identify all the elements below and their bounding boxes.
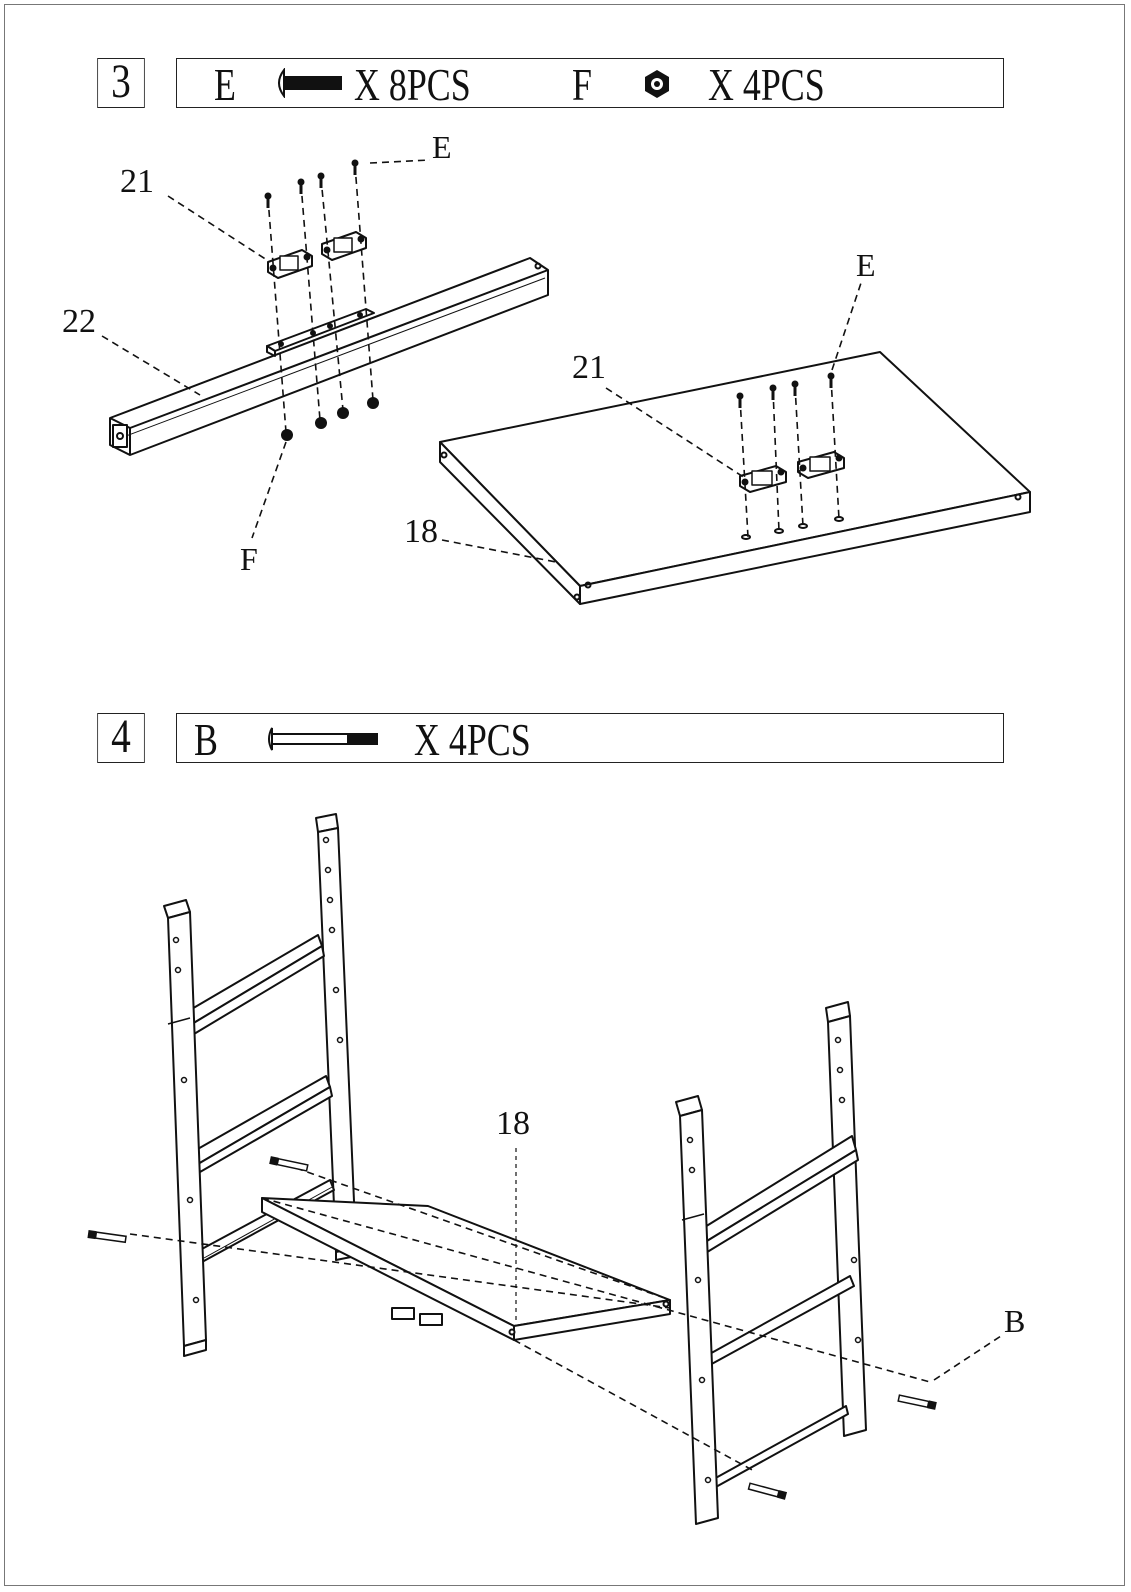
part-21-catch-left-b: [321, 231, 367, 261]
callout-f: F: [240, 541, 258, 577]
step-4-hardware-bar: [176, 713, 1004, 763]
step-3-number: 3: [111, 55, 131, 108]
part-18-panel: [439, 351, 1031, 605]
post-holes: [172, 836, 862, 1484]
step-3-number-box: 3: [97, 58, 145, 108]
callout-part-21-left: 21: [120, 163, 154, 200]
step-4-number: 4: [111, 710, 131, 763]
step-3-hardware-e-letter: E: [214, 59, 236, 110]
long-bolt-icon: [268, 727, 378, 751]
step-3-guide-lines: [101, 159, 863, 563]
callout-part-18-step-3: 18: [404, 513, 438, 550]
step-3-diagram: E 21 22 F E 21 18: [62, 129, 1031, 605]
callout-b: B: [1004, 1303, 1025, 1339]
page-frame: [4, 4, 1125, 1586]
step-3-hardware-f-letter: F: [572, 59, 592, 110]
step-3-screws: [264, 159, 835, 408]
step-3-hardware-bar: [176, 58, 1004, 108]
step-4-hardware-b-letter: B: [194, 714, 218, 765]
step-4-diagram: 18 B: [87, 813, 1025, 1525]
step-4-bolts: [87, 1156, 937, 1500]
step-3-hardware-e-quantity: X 8PCS: [354, 59, 471, 110]
callout-part-22: 22: [62, 303, 96, 340]
part-22-tube: [109, 257, 549, 456]
right-frame-front-post: [675, 1095, 719, 1525]
step-3-nuts: [281, 397, 379, 441]
step-4-guide-lines: [129, 1148, 1005, 1473]
bolt-icon: [278, 68, 342, 98]
callout-e-right: E: [856, 247, 876, 283]
step-3-hardware-f-quantity: X 4PCS: [708, 59, 825, 110]
callout-e-top: E: [432, 129, 452, 165]
right-frame-rails: [699, 1135, 859, 1489]
part-18-panel-step-4: [261, 1197, 671, 1341]
callout-part-18-step-4: 18: [496, 1105, 530, 1142]
nut-icon: [645, 70, 669, 98]
step-4-number-box: 4: [97, 713, 145, 763]
part-21-catch-right-b: [797, 451, 845, 479]
callout-part-21-right: 21: [572, 349, 606, 386]
left-frame-front-post: [163, 899, 207, 1357]
right-frame-back-post: [825, 1001, 867, 1437]
step-4-hardware-b-quantity: X 4PCS: [414, 714, 531, 765]
part-21-catch-right-a: [739, 465, 787, 493]
